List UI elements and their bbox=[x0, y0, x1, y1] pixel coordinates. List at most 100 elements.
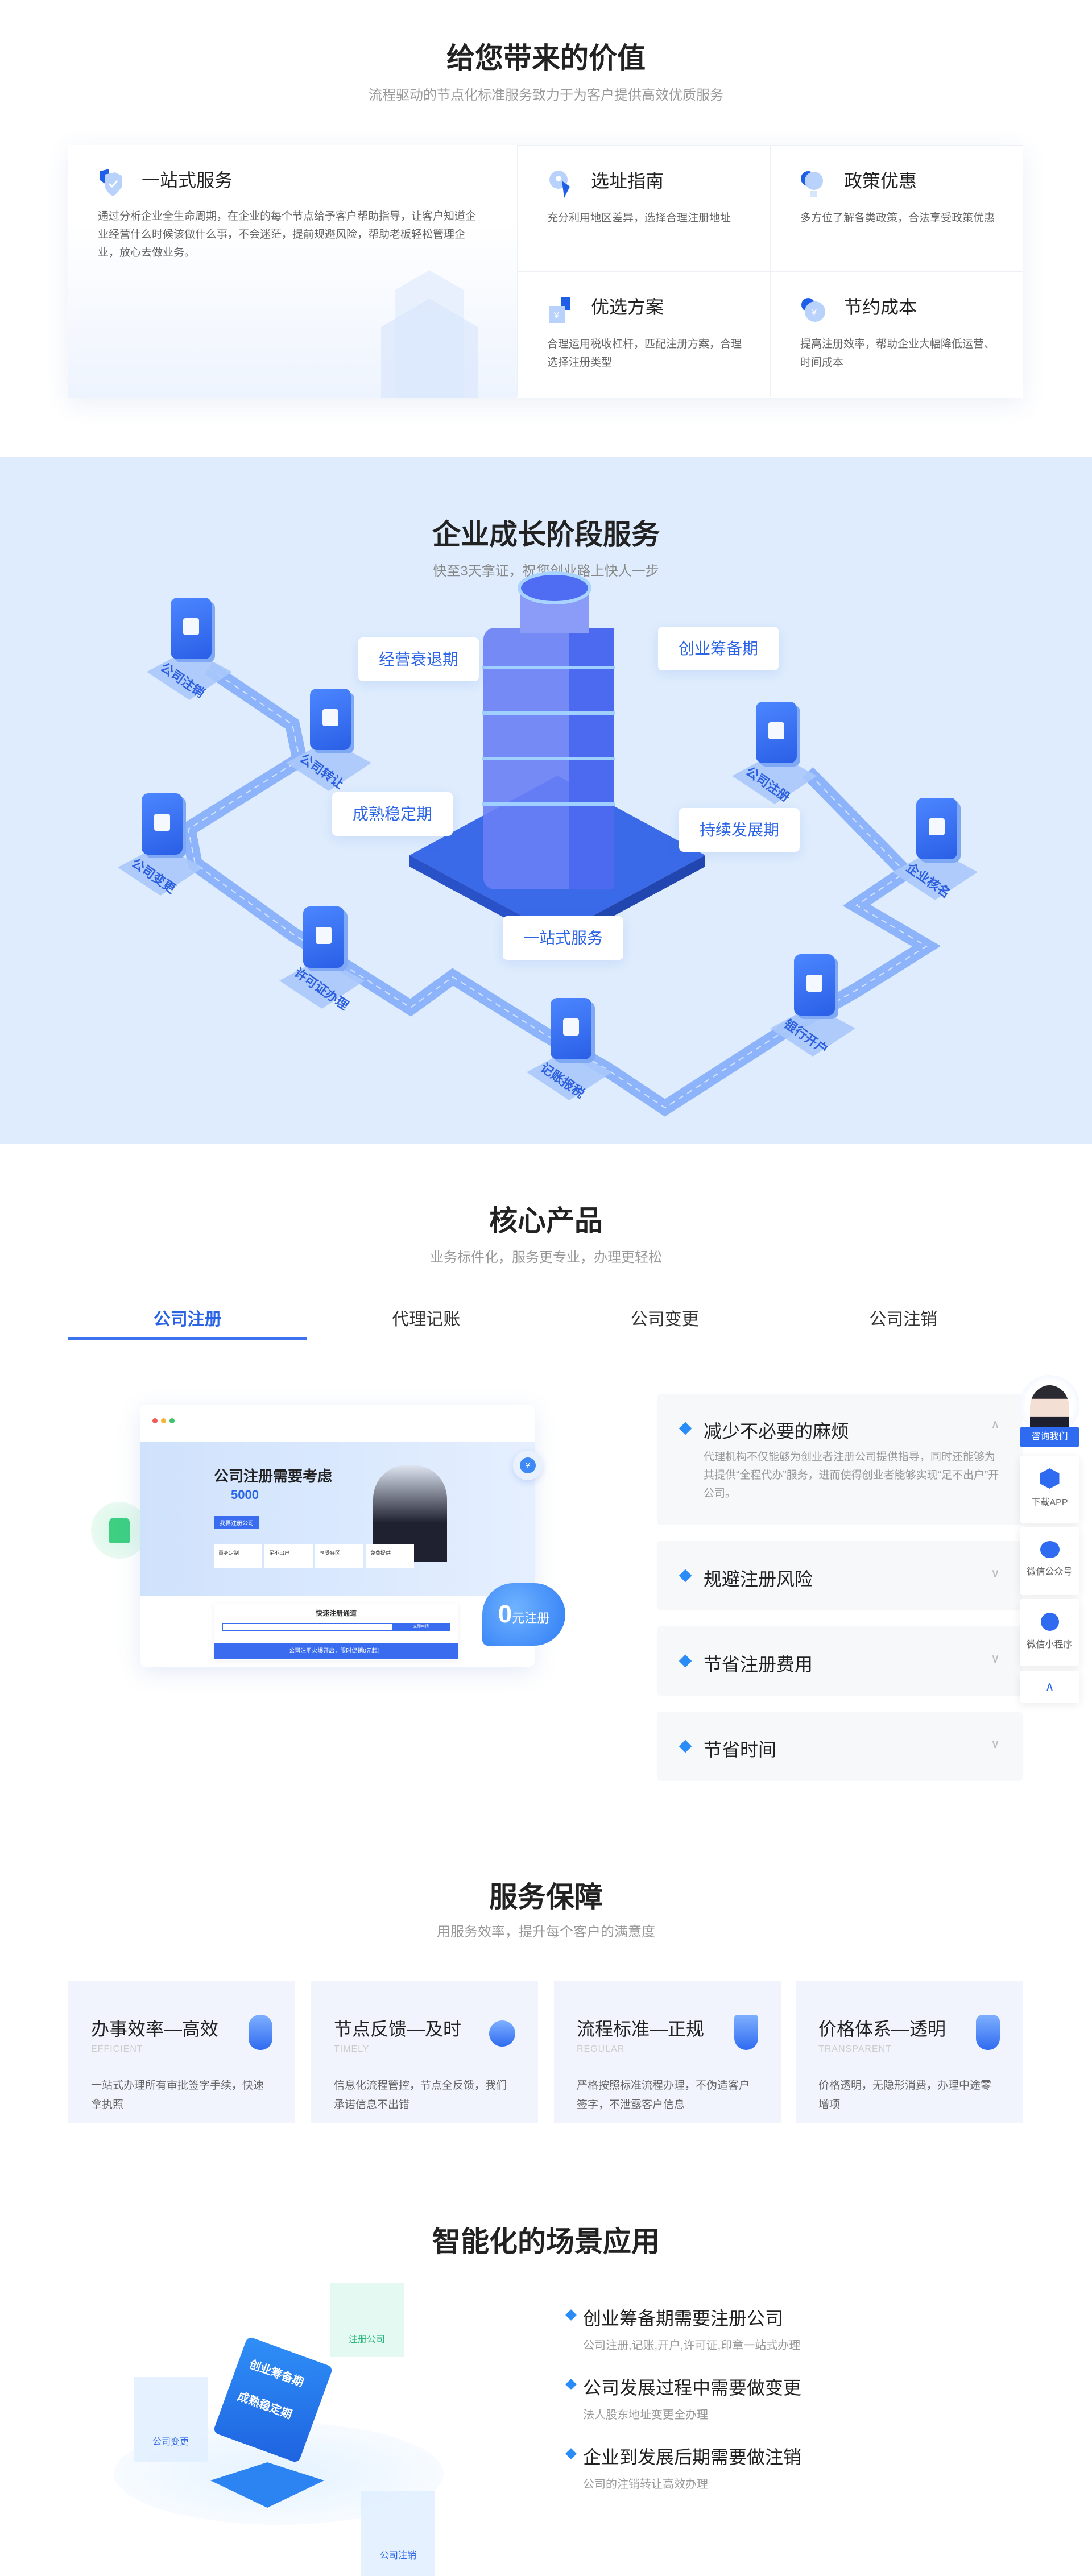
wechat-mini-button[interactable]: 微信小程序 bbox=[1020, 1599, 1079, 1666]
card-title: 办事效率—高效 bbox=[91, 2019, 219, 2039]
badge-text: 元注册 bbox=[512, 1611, 550, 1625]
chevron-up-icon[interactable]: ∧ bbox=[990, 1417, 1000, 1431]
mock-hero: 公司注册需要考虑 5000 我要注册公司 量身定制 足不出户 享受各区 免费提供 bbox=[140, 1442, 535, 1596]
mock-feature: 免费提供 bbox=[366, 1544, 414, 1568]
accordion-item[interactable]: 减少不必要的麻烦 ∧ 代理机构不仅能够为创业者注册公司提供指导，同时还能够为其提… bbox=[657, 1394, 1023, 1525]
wechat-oa-button[interactable]: 微信公众号 bbox=[1020, 1527, 1079, 1595]
card-en: TIMELY bbox=[334, 2044, 370, 2054]
mock-form-input: 立即申请 bbox=[222, 1623, 450, 1631]
card-en: TRANSPARENT bbox=[818, 2044, 892, 2054]
mock-features: 量身定制 足不出户 享受各区 免费提供 bbox=[214, 1544, 414, 1568]
section-subtitle: 流程驱动的节点化标准服务致力于为客户提供高效优质服务 bbox=[369, 88, 723, 103]
mock-feature: 享受各区 bbox=[315, 1544, 363, 1568]
mock-number: 5000 bbox=[231, 1488, 259, 1502]
download-app-button[interactable]: 下载APP bbox=[1020, 1456, 1079, 1523]
mock-feature: 量身定制 bbox=[214, 1544, 262, 1568]
tab-company-change[interactable]: 公司变更 bbox=[630, 1310, 699, 1329]
stage-mature: 成熟稳定期 bbox=[332, 792, 453, 836]
card-desc: 信息化流程管控，节点全反馈，我们承诺信息不出错 bbox=[334, 2080, 507, 2111]
product-tabs: 公司注册 代理记账 公司变更 公司注销 bbox=[68, 1303, 1023, 1340]
accordion-title: 节省时间 bbox=[704, 1740, 777, 1760]
lightbulb-icon bbox=[801, 171, 823, 197]
accordion-desc: 代理机构不仅能够为创业者注册公司提供指导，同时还能够为其提供“全程代办”服务，进… bbox=[704, 1451, 999, 1500]
stage-decline: 经营衰退期 bbox=[358, 637, 479, 681]
mock-banner: 公司注册火爆开启，限时促销0元起！ bbox=[214, 1643, 458, 1659]
svg-text:¥: ¥ bbox=[811, 308, 817, 318]
accordion-title: 规避注册风险 bbox=[704, 1569, 813, 1589]
stage-node-bank-account[interactable]: 银行开户 bbox=[764, 954, 861, 1062]
stamp-icon bbox=[109, 1518, 130, 1543]
cube-label: 成熟稳定期 bbox=[235, 2390, 294, 2422]
scene-title: 企业到发展后期需要做注销 bbox=[583, 2443, 801, 2469]
diamond-icon bbox=[679, 1654, 692, 1668]
avatar bbox=[1030, 1385, 1069, 1430]
value-card-title: 优选方案 bbox=[591, 297, 664, 317]
scene-desc: 公司注册,记账,开户,许可证,印章一站式办理 bbox=[583, 2339, 801, 2352]
mock-feature: 足不出户 bbox=[264, 1544, 313, 1568]
stage-node-company-cancel[interactable]: 公司注销 bbox=[141, 598, 238, 706]
value-card-main: 一站式服务 通过分析企业全生命周期，在企业的每个节点给予客户帮助指导，让客户知道… bbox=[68, 145, 517, 398]
svg-text:¥: ¥ bbox=[553, 311, 559, 321]
value-card: 选址指南 充分利用地区差异，选择合理注册地址 bbox=[517, 145, 770, 271]
accordion-item[interactable]: 节省时间 ∨ bbox=[657, 1712, 1023, 1781]
card-title: 流程标准—正规 bbox=[577, 2019, 705, 2039]
shield-check-icon bbox=[100, 169, 122, 196]
chevron-up-icon: ∧ bbox=[1045, 1679, 1054, 1693]
accordion-item[interactable]: 规避注册风险 ∨ bbox=[657, 1541, 1023, 1610]
stage-prep: 创业筹备期 bbox=[658, 627, 779, 670]
section-subtitle: 业务标件化，服务更专业，办理更轻松 bbox=[430, 1250, 662, 1265]
products-section: 核心产品 业务标件化，服务更专业，办理更轻松 公司注册 代理记账 公司变更 公司… bbox=[0, 1144, 1092, 1837]
stamp-icon bbox=[768, 722, 784, 739]
chevron-down-icon[interactable]: ∨ bbox=[990, 1651, 1000, 1666]
tab-bookkeeping[interactable]: 代理记账 bbox=[392, 1310, 461, 1329]
shield-star-icon bbox=[734, 2015, 758, 2050]
growth-path bbox=[180, 571, 941, 1117]
section-subtitle: 用服务效率，提升每个客户的满意度 bbox=[437, 1924, 655, 1940]
value-card-title: 节约成本 bbox=[844, 297, 917, 317]
lock-icon bbox=[183, 618, 199, 635]
stage-node-company-transfer[interactable]: 公司转让 bbox=[280, 689, 377, 797]
stage-node-company-register[interactable]: 公司注册 bbox=[726, 702, 823, 810]
value-card-desc: 充分利用地区差异，选择合理注册地址 bbox=[547, 212, 731, 224]
mock-cta: 我要注册公司 bbox=[214, 1516, 259, 1529]
consult-button[interactable]: 咨询我们 bbox=[1020, 1427, 1079, 1447]
scene-desc: 公司的注销转让高效办理 bbox=[583, 2478, 708, 2491]
building-illustration bbox=[410, 571, 705, 946]
card-desc: 严格按照标准流程办理，不伪造客户签字，不泄露客户信息 bbox=[577, 2080, 750, 2111]
accordion-item[interactable]: 节省注册费用 ∨ bbox=[657, 1626, 1023, 1696]
stage-node-bookkeeping[interactable]: 记账报税 bbox=[521, 998, 618, 1106]
mock-headline: 公司注册需要考虑 bbox=[214, 1468, 333, 1485]
value-grid: 一站式服务 通过分析企业全生命周期，在企业的每个节点给予客户帮助指导，让客户知道… bbox=[68, 145, 1023, 398]
diamond-icon bbox=[679, 1569, 692, 1583]
diamond-icon bbox=[679, 1422, 692, 1435]
chevron-down-icon[interactable]: ∨ bbox=[990, 1566, 1000, 1580]
section-title: 智能化的场景应用 bbox=[432, 2226, 660, 2258]
sidebar-label: 下载APP bbox=[1031, 1498, 1068, 1508]
scene-title: 创业筹备期需要注册公司 bbox=[583, 2304, 783, 2330]
chevron-down-icon[interactable]: ∨ bbox=[990, 1737, 1000, 1751]
sidebar-label: 微信小程序 bbox=[1027, 1640, 1073, 1650]
tab-company-cancel[interactable]: 公司注销 bbox=[869, 1310, 938, 1329]
stage-node-name-check[interactable]: 企业核名 bbox=[887, 798, 983, 906]
consult-avatar[interactable] bbox=[1020, 1375, 1079, 1435]
value-card-desc: 提高注册效率，帮助企业大幅降低运营、时间成本 bbox=[800, 338, 995, 368]
scene-card-register: 注册公司 bbox=[330, 2283, 404, 2357]
stamp-badge bbox=[91, 1502, 148, 1559]
accordion-title: 减少不必要的麻烦 bbox=[704, 1421, 850, 1442]
building-icon bbox=[929, 818, 945, 835]
yuan-icon: ¥ bbox=[520, 1457, 536, 1473]
stage-node-company-change[interactable]: 公司变更 bbox=[112, 793, 209, 901]
tab-company-register[interactable]: 公司注册 bbox=[68, 1303, 307, 1340]
stage-node-license[interactable]: 许可证办理 bbox=[274, 906, 370, 1014]
scenes-section: 智能化的场景应用 创业筹备期成熟稳定期 注册公司 公司变更 公司注销 创业筹备期… bbox=[0, 2178, 1092, 2576]
accordion-title: 节省注册费用 bbox=[704, 1654, 813, 1675]
value-section: 给您带来的价值 流程驱动的节点化标准服务致力于为客户提供高效优质服务 一站式服务… bbox=[0, 0, 1092, 457]
stage-develop: 持续发展期 bbox=[679, 808, 800, 852]
back-to-top-button[interactable]: ∧ bbox=[1020, 1671, 1079, 1703]
card-title: 价格体系—透明 bbox=[818, 2019, 946, 2039]
money-bag-icon bbox=[976, 2015, 1000, 2050]
value-card-desc: 多方位了解各类政策，合法享受政策优惠 bbox=[800, 212, 995, 224]
